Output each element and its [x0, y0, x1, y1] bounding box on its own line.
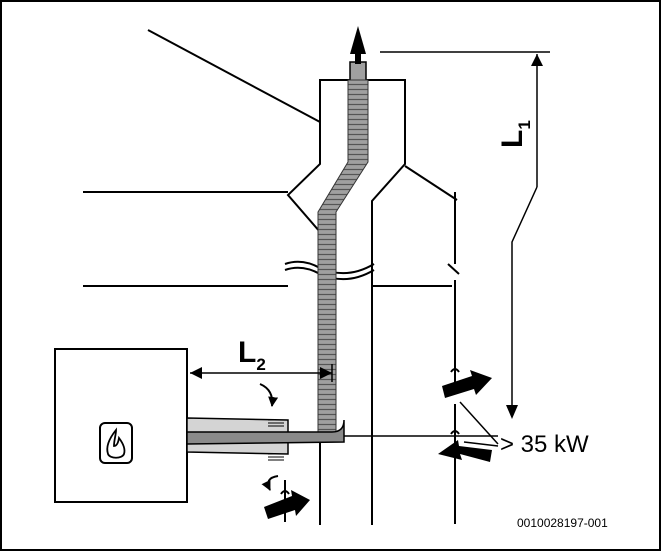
flame-icon: [106, 427, 126, 459]
l2-label: L2: [238, 336, 266, 374]
air-arrows-connection: [259, 383, 279, 491]
floor-lines: [83, 191, 452, 287]
chimney-shaft: [286, 79, 456, 525]
l2-dimension: [190, 364, 333, 382]
power-callout-lines: [344, 401, 499, 447]
boiler: [54, 348, 188, 503]
l1-label: L1: [496, 120, 534, 148]
svg-text:L1: L1: [496, 120, 534, 148]
roof: [147, 29, 458, 201]
exhaust-arrow: [350, 26, 366, 64]
flue-liner: [317, 61, 369, 443]
connection-pipe: [186, 417, 345, 461]
ventilation-arrows: [264, 370, 492, 519]
l1-dimension: [380, 51, 550, 419]
reference-number: 0010028197-001: [517, 516, 608, 530]
power-label: > 35 kW: [500, 431, 589, 458]
